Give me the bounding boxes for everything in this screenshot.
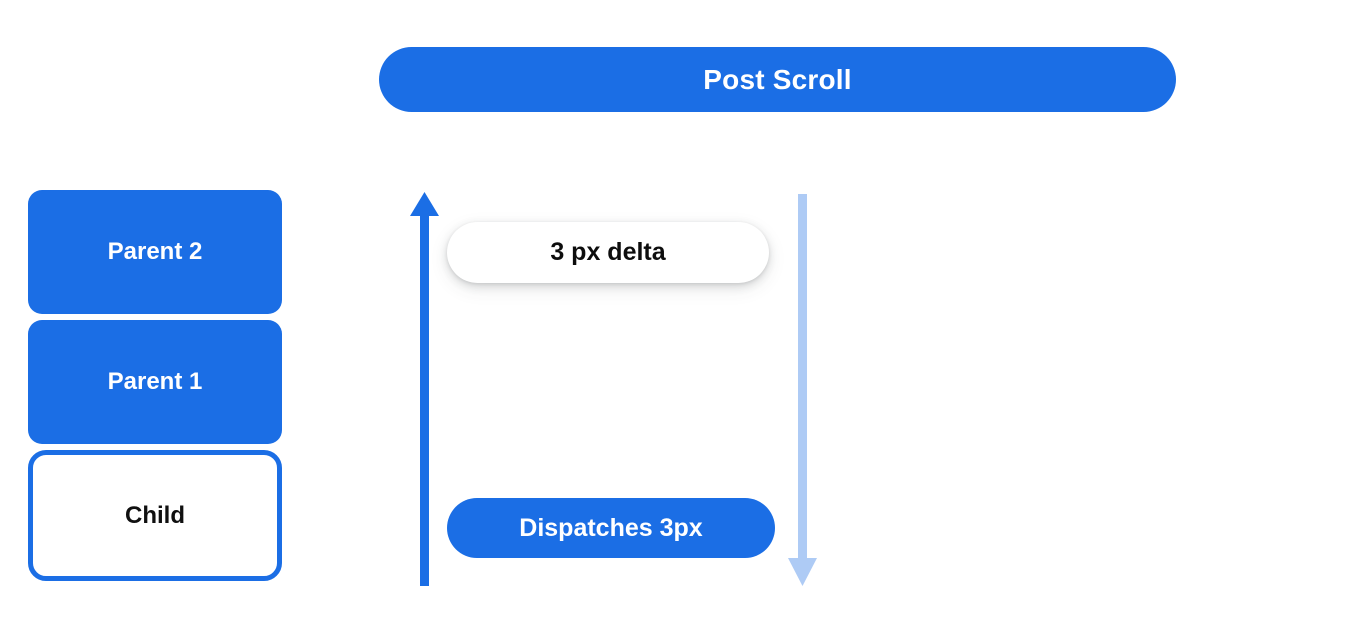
scroll-down-arrow xyxy=(786,194,818,591)
node-parent-2: Parent 2 xyxy=(28,190,282,314)
delta-annotation-label: 3 px delta xyxy=(550,238,666,266)
node-stack: Parent 2 Parent 1 Child xyxy=(28,190,282,581)
dispatch-annotation-pill: Dispatches 3px xyxy=(447,498,775,558)
node-parent-1-label: Parent 1 xyxy=(107,368,203,395)
node-parent-2-label: Parent 2 xyxy=(107,238,203,265)
node-child: Child xyxy=(28,450,282,581)
node-parent-1: Parent 1 xyxy=(28,320,282,444)
delta-annotation-pill: 3 px delta xyxy=(447,222,769,283)
dispatch-annotation-label: Dispatches 3px xyxy=(519,513,703,542)
scroll-up-arrow xyxy=(408,192,440,591)
node-child-label: Child xyxy=(125,501,185,529)
post-scroll-header-label: Post Scroll xyxy=(703,63,852,95)
post-scroll-header: Post Scroll xyxy=(379,47,1176,112)
